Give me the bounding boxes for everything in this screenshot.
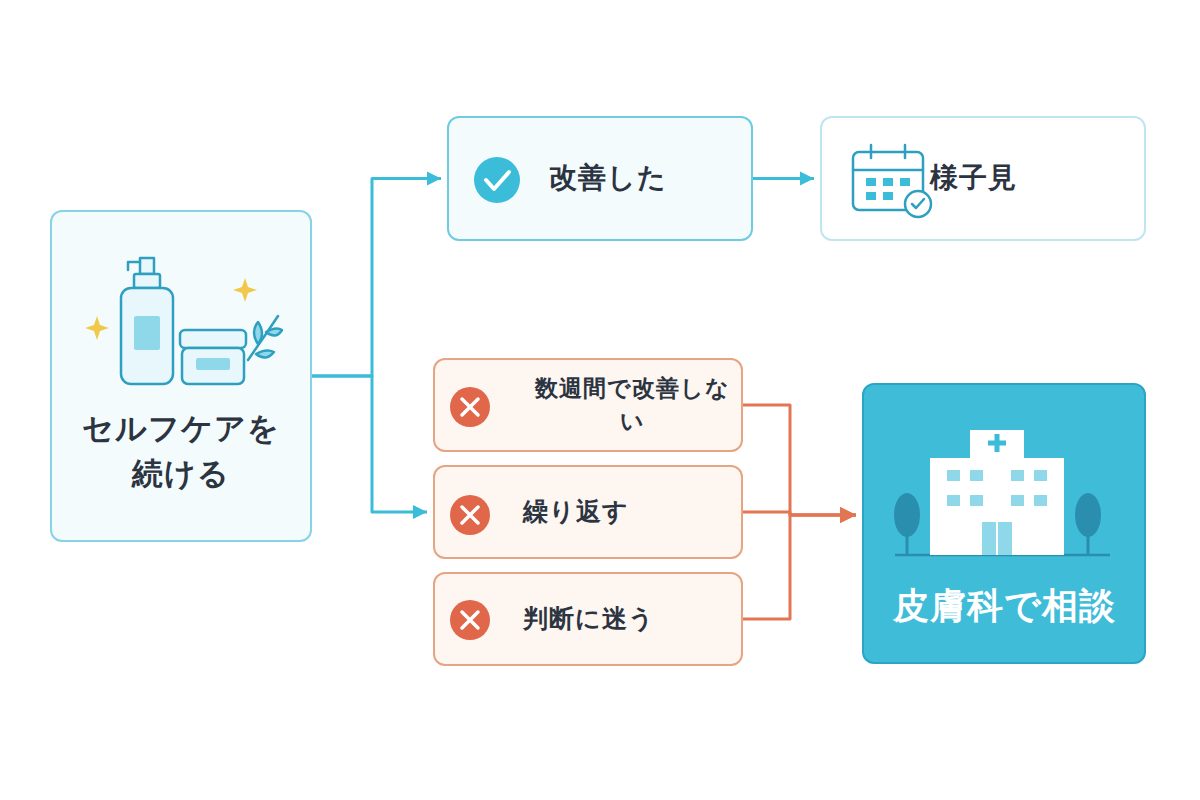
node-label: セルフケアを続ける [76,406,286,496]
outcome-box: 様子見 [820,116,1146,241]
calendar-icon [883,192,893,200]
check-icon [486,172,509,189]
hospital-icon [894,493,920,537]
skincare-illustration [254,322,262,344]
hospital-icon [895,554,1110,557]
hospital-icon [1034,470,1047,481]
cross-icon [450,495,490,535]
outcome-box: 数週間で改善しない [433,358,743,452]
calendar-icon [866,192,876,200]
hospital-icon [930,458,1064,555]
flow-arrow [743,405,856,515]
flow-arrow [743,515,856,619]
skincare-illustration [248,316,278,360]
check-icon [474,157,520,203]
calendar-icon [905,191,931,217]
hospital-icon [1011,495,1024,506]
cross-icon [462,507,478,523]
cross-icon [450,387,490,427]
node-label: 改善した [549,158,667,199]
skincare-illustration [128,262,140,270]
hospital-icon [1034,495,1047,506]
hospital-icon [970,495,983,506]
hospital-icon [982,522,1012,555]
flow-arrow [312,376,427,512]
skincare-illustration [134,316,160,350]
hospital-icon [1011,470,1024,481]
node-label: 様子見 [930,158,1017,199]
outcome-box: 改善した [447,116,753,241]
skincare-illustration [233,278,257,302]
flow-arrow [312,179,441,377]
skincare-illustration [121,288,173,384]
skincare-illustration [85,316,109,340]
calendar-icon [900,178,910,186]
hospital-icon [947,470,960,481]
skincare-illustration [140,258,154,274]
node-label: 繰り返す [523,494,629,530]
cross-icon [462,399,478,415]
outcome-box: 繰り返す [433,465,743,559]
hospital-icon [996,522,998,555]
skincare-illustration [182,348,244,384]
calendar-icon [883,178,893,186]
node-label: 判断に迷う [523,601,655,637]
hospital-icon [1087,530,1090,555]
calendar-icon [853,152,923,210]
calendar-icon [912,199,924,208]
cross-icon [450,387,490,640]
check-icon [474,157,520,203]
hospital-icon [906,530,909,555]
skincare-illustration [134,274,160,288]
hospital-icon [947,470,1047,555]
skincare-illustration [180,330,246,348]
outcome-box: 判断に迷う [433,572,743,666]
skincare-illustration [256,350,274,357]
calendar-icon [871,145,905,158]
skincare-illustration [266,328,282,335]
hospital-icon [988,434,1006,452]
skincare-illustration [85,258,282,384]
node-label: 数週間で改善しない [523,372,741,439]
node-label: 皮膚科で相談 [893,580,1116,632]
skincare-illustration [196,358,230,370]
hospital-icon [894,430,1110,555]
cross-icon [462,612,478,628]
hospital-icon [1075,493,1101,537]
start-box: セルフケアを続ける [50,210,312,542]
hospital-icon [947,495,960,506]
calendar-icon [853,169,923,172]
cross-icon [450,600,490,640]
destination-box: 皮膚科で相談 [862,383,1146,664]
calendar-icon [853,145,931,217]
hospital-icon [970,430,1024,458]
flow-arrow [753,177,814,180]
calendar-icon [866,178,876,186]
hospital-icon [970,470,983,481]
